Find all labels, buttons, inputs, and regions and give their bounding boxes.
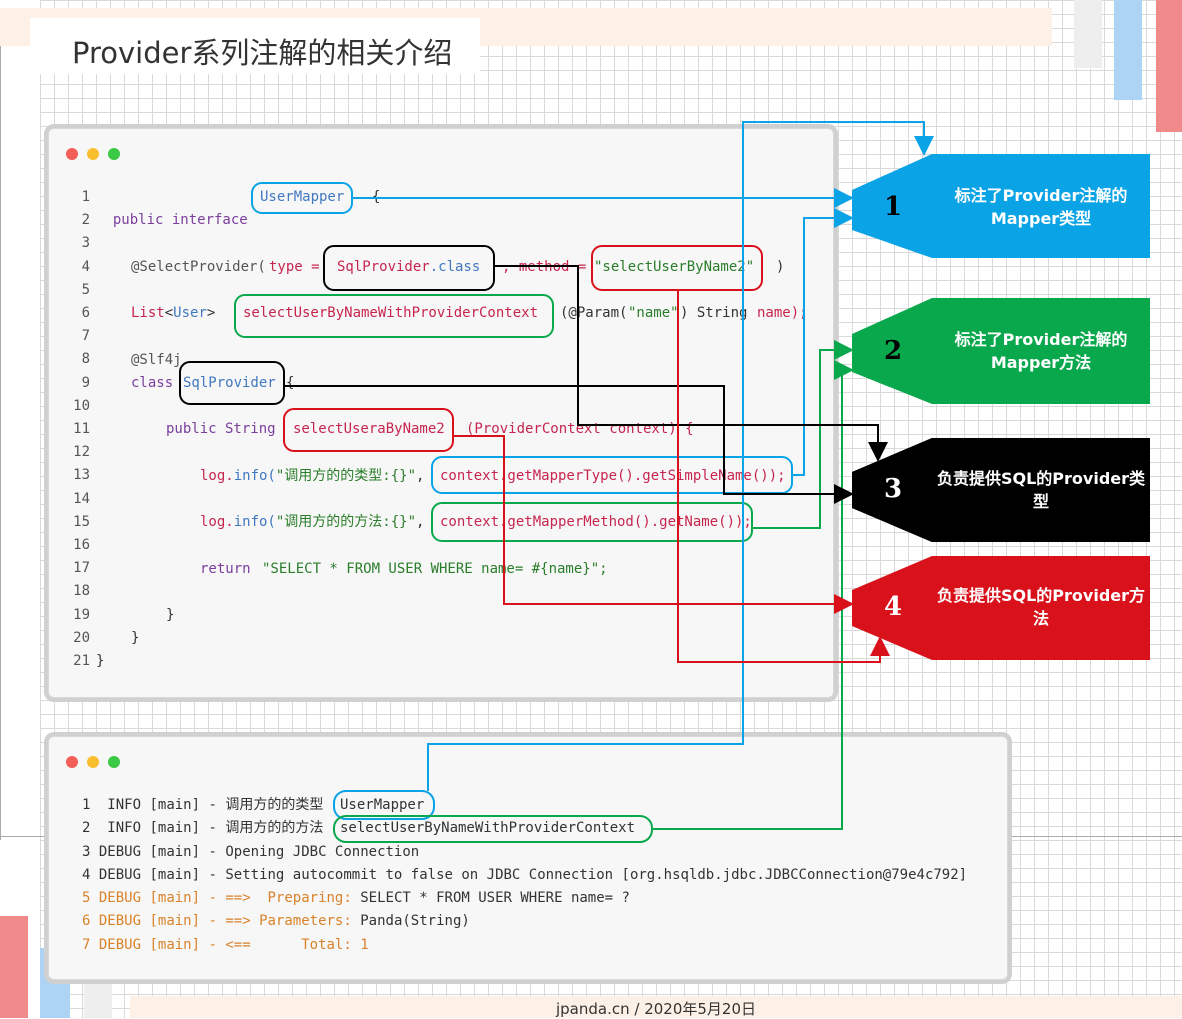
log-window-minimize-dot [87,756,99,768]
log-line-6: 6 DEBUG [main] - ==> Parameters: Panda(S… [82,913,470,929]
code-param: (@Param( [560,305,628,321]
connector-black-2 [284,385,854,504]
code-select-provider: @SelectProvider( [131,259,266,275]
connector-blue-3 [427,121,934,791]
log-line-3: 3 DEBUG [main] - Opening JDBC Connection [82,844,420,860]
left-margin [0,0,40,1018]
decor-bar-pink [1156,0,1182,132]
decor-bar-gray [1074,0,1102,68]
footer-strip [130,996,1182,1018]
window-maximize-dot [108,148,120,160]
log-window-close-dot [66,756,78,768]
connector-blue-2 [792,208,854,476]
code-list-user: List<User> [131,305,216,321]
window-close-dot [66,148,78,160]
code-log-method: log.info("调用方的的方法:{}", [200,514,425,530]
code-method-name-string: "selectUserByName2" [594,259,755,275]
code-sqlprovider-class: SqlProvider.class [337,259,481,275]
callout-4-number: 4 [884,592,903,622]
log-line-5: 5 DEBUG [main] - ==> Preparing: SELECT *… [82,890,630,906]
log-window-maximize-dot [108,756,120,768]
callout-2-shape [852,298,1150,404]
code-close-19: } [166,607,175,623]
code-get-mapper-method: context.getMapperMethod().getName()); [440,514,752,530]
code-public-string: public String [166,421,276,437]
connector-red-2 [677,290,890,663]
callout-2-number: 2 [884,336,903,366]
highlight-get-mapper-type [431,456,793,494]
log-line-7: 7 DEBUG [main] - <== Total: 1 [82,937,369,953]
callout-1-shape [852,154,1150,258]
code-class-kw: class [131,375,174,391]
code-mapper-method: selectUserByNameWithProviderContext [243,305,539,321]
footer-credit: jpanda.cn / 2020年5月20日 [555,1000,757,1018]
highlight-sqlprovider [179,361,285,405]
log-line-1: 1 INFO [main] - 调用方的的类型 [82,797,324,813]
log-line-2: 2 INFO [main] - 调用方的的方法 [82,820,324,836]
callout-1-number: 1 [884,192,903,222]
code-close-20: } [131,630,140,646]
code-log-type: log.info("调用方的的类型:{}", [200,468,425,484]
callout-3-label: 负责提供SQL的Provider类型 [936,469,1146,511]
highlight-usermapper [251,182,353,214]
highlight-method-string [591,245,763,291]
log-method-name: selectUserByNameWithProviderContext [340,820,636,836]
code-param-var: name); [757,305,808,321]
connector-black-1 [494,265,888,462]
callout-4-shape [852,556,1150,660]
code-close-21: } [96,653,105,669]
code-class-brace: { [286,375,295,391]
code-paren-close: ) [776,259,785,275]
window-minimize-dot [87,148,99,160]
highlight-get-mapper-method [431,502,753,542]
highlight-sqlprovider-class [323,245,495,291]
code-param-type: ) String [680,305,748,321]
decor-bar-pink-bottom [0,916,28,1018]
code-slf4j: @Slf4j [131,352,182,368]
code-usermapper: UserMapper [260,189,345,205]
code-line-1: public interface [112,212,248,229]
decor-bar-lightblue [1114,0,1142,100]
code-sql-string: "SELECT * FROM USER WHERE name= #{name}"… [262,561,608,577]
highlight-mapper-method [234,294,554,338]
callout-3-number: 3 [884,474,903,504]
title-box [30,18,480,74]
highlight-log-usermapper [333,790,435,820]
decor-bar-gray-bottom [84,978,112,1018]
highlight-provider-method [283,408,454,452]
code-type-attr: type = [269,259,320,275]
code-return: return [200,561,251,577]
log-usermapper: UserMapper [340,797,425,813]
code-get-mapper-type: context.getMapperType().getSimpleName())… [440,468,786,484]
callout-4-label: 负责提供SQL的Provider方法 [936,586,1146,628]
page-title: Provider系列注解的相关介绍 [72,36,453,70]
connector-green-2 [752,340,854,529]
code-provider-method: selectUseraByName2 [293,421,445,437]
callout-3-left-fill [852,438,932,542]
log-line-4: 4 DEBUG [main] - Setting autocommit to f… [82,867,968,883]
decor-vline [0,40,1,840]
log-panel [48,736,1008,980]
code-sqlprovider: SqlProvider [183,375,276,391]
code-param-name: "name" [628,305,679,321]
